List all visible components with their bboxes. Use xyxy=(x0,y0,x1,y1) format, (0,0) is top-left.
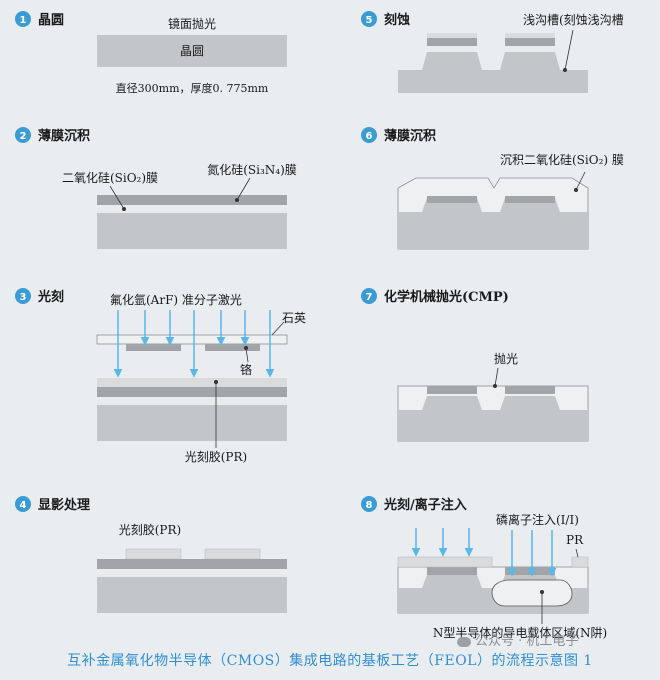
ion-arrows xyxy=(411,528,557,577)
step-2-title: 薄膜沉积 xyxy=(38,128,90,144)
oxide-layer xyxy=(97,569,287,577)
nitride-right xyxy=(505,386,555,394)
step-6: 6 薄膜沉积 沉积二氧化硅(SiO₂) 膜 xyxy=(361,127,624,250)
step-7-badge xyxy=(361,288,377,304)
sio2-film xyxy=(97,205,287,213)
n-well-region xyxy=(491,579,573,607)
pr-right xyxy=(505,33,555,38)
watermark: 公众号 · 机工电子 xyxy=(457,630,578,649)
step-6-number: 6 xyxy=(366,131,373,142)
sio2-leader xyxy=(109,185,125,210)
step-1-title: 晶圆 xyxy=(38,13,64,28)
step-2: 2 薄膜沉积 二氧化硅(SiO₂)膜 氮化硅(Si₃N₄)膜 xyxy=(15,127,297,249)
step-8-number: 8 xyxy=(366,500,373,511)
step-1: 1 晶圆 镜面抛光 晶圆 直径300mm，厚度0. 775mm xyxy=(15,11,287,95)
etched-substrate xyxy=(398,396,588,441)
substrate xyxy=(97,213,287,249)
step-4: 4 显影处理 光刻胶(PR) xyxy=(15,496,287,613)
step-6-badge xyxy=(361,127,377,143)
substrate xyxy=(97,577,287,613)
step-3-title: 光刻 xyxy=(37,289,64,305)
step-5: 5 刻蚀 浅沟槽(刻蚀浅沟槽 xyxy=(361,11,624,93)
si3n4-film xyxy=(97,195,287,205)
step-7-label-polish: 抛光 xyxy=(494,351,518,366)
etched-substrate xyxy=(398,52,588,93)
step-5-badge xyxy=(361,11,377,27)
step-4-badge xyxy=(15,496,31,512)
step-1-badge xyxy=(15,11,31,27)
step-3-badge xyxy=(15,288,31,304)
quartz-leader xyxy=(271,321,285,336)
step-4-number: 4 xyxy=(20,500,27,511)
pr-mask-left xyxy=(397,556,493,568)
wechat-icon xyxy=(457,636,471,647)
step-6-label-sio2: 沉积二氧化硅(SiO₂) 膜 xyxy=(500,153,624,167)
step-3-label-chrome: 铬 xyxy=(240,362,252,377)
pr-mask-right xyxy=(571,556,589,568)
nitride-left xyxy=(427,196,477,203)
step-2-badge xyxy=(15,127,31,143)
nitride-layer xyxy=(97,387,287,397)
step-7: 7 化学机械抛光(CMP) 抛光 xyxy=(361,288,589,442)
nitride-left xyxy=(427,567,477,575)
step-8-label-pr: PR xyxy=(566,533,584,547)
pr-block-left xyxy=(125,548,182,560)
step-7-title: 化学机械抛光(CMP) xyxy=(384,289,509,305)
chrome-leader xyxy=(245,347,249,363)
step-2-label-sio2: 二氧化硅(SiO₂)膜 xyxy=(62,171,158,185)
step-3: 3 光刻 氟化氩(ArF) 准分子激光 石英 铬 光刻胶(PR) xyxy=(15,288,306,464)
step-5-label-trench: 浅沟槽(刻蚀浅沟槽 xyxy=(523,13,624,27)
step-3-label-quartz: 石英 xyxy=(282,311,306,325)
step-5-title: 刻蚀 xyxy=(384,12,410,28)
step-1-label-polish: 镜面抛光 xyxy=(168,16,216,31)
step-8-label-ion: 磷离子注入(I/I) xyxy=(496,512,579,527)
chrome-pattern-left xyxy=(126,344,181,351)
step-3-number: 3 xyxy=(20,292,27,303)
pr-block-right xyxy=(204,548,261,560)
step-8: 8 光刻/离子注入 磷离子注入(I/I) PR N型半导体的导电载体区域(N阱) xyxy=(361,496,607,640)
nitride-left xyxy=(427,38,477,46)
trench-leader xyxy=(564,29,574,71)
step-5-number: 5 xyxy=(366,15,373,26)
nitride-layer xyxy=(97,559,287,569)
step-2-label-si3n4: 氮化硅(Si₃N₄)膜 xyxy=(207,162,297,177)
etched-substrate xyxy=(398,198,588,249)
step-8-badge xyxy=(361,496,377,512)
photoresist-layer xyxy=(97,378,287,387)
figure-caption: 互补金属氧化物半导体（CMOS）集成电路的基板工艺（FEOL）的流程示意图 1 xyxy=(67,653,593,669)
step-8-label-nwell: N型半导体的导电载体区域(N阱) xyxy=(433,625,607,640)
step-7-number: 7 xyxy=(366,292,373,303)
polish-leader xyxy=(494,367,499,387)
si3n4-leader xyxy=(236,177,251,201)
step-4-title: 显影处理 xyxy=(38,497,90,513)
pr-leader xyxy=(575,548,579,558)
step-4-label-pr: 光刻胶(PR) xyxy=(119,522,181,537)
laser-arrows xyxy=(113,310,275,378)
oxide-left xyxy=(427,46,477,52)
oxide-right xyxy=(505,46,555,52)
step-1-number: 1 xyxy=(20,15,27,26)
step-8-title: 光刻/离子注入 xyxy=(383,497,467,513)
step-2-number: 2 xyxy=(20,131,27,142)
chrome-pattern-right xyxy=(205,344,260,351)
nitride-right xyxy=(505,196,555,203)
nitride-right xyxy=(505,38,555,46)
nitride-left xyxy=(427,386,477,394)
step-1-label-wafer: 晶圆 xyxy=(180,44,204,58)
wafer-shape xyxy=(97,35,287,67)
step-3-label-pr: 光刻胶(PR) xyxy=(185,449,247,464)
step-1-label-dims: 直径300mm，厚度0. 775mm xyxy=(116,81,269,95)
oxide-layer xyxy=(97,397,287,405)
sio2-leader xyxy=(575,171,586,191)
step-3-label-laser: 氟化氩(ArF) 准分子激光 xyxy=(110,293,242,307)
substrate xyxy=(97,405,287,441)
watermark-text: 公众号 · 机工电子 xyxy=(475,634,579,649)
pr-left xyxy=(427,33,477,38)
quartz-mask xyxy=(96,334,288,345)
step-6-title: 薄膜沉积 xyxy=(384,128,436,144)
